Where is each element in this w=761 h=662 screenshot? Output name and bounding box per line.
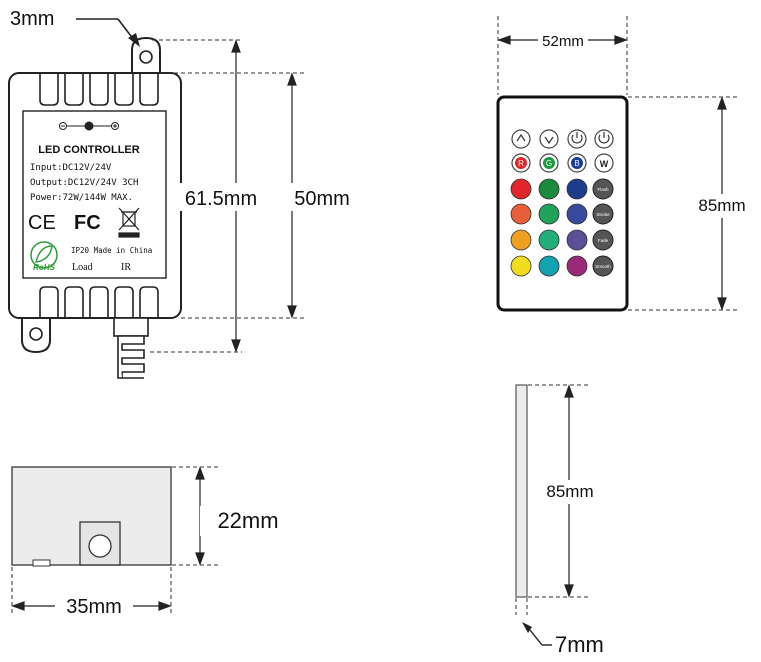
remote-side-body (515, 384, 528, 598)
red-button[interactable]: R (511, 153, 531, 173)
color-button-green-3[interactable] (538, 229, 560, 251)
color-button-red-3[interactable] (510, 229, 532, 251)
dim-remote-height: 85mm (698, 196, 745, 215)
power-spec: Power:72W/144W MAX. (30, 193, 133, 203)
color-button-red-2[interactable] (510, 203, 532, 225)
white-button[interactable]: W (594, 153, 614, 173)
dc-jack-hole (88, 534, 112, 558)
remote-dimension-lines (497, 16, 740, 311)
green-button[interactable]: G (539, 153, 559, 173)
output-spec: Output:DC12V/24V 3CH (30, 178, 138, 188)
power-off-button[interactable] (567, 129, 587, 149)
blue-button-label: B (574, 159, 579, 168)
fade-button[interactable]: Fade (592, 229, 614, 251)
color-button-blue-2[interactable] (566, 203, 588, 225)
ir-cable (113, 317, 149, 379)
dim-remote-width: 52mm (542, 33, 584, 50)
strobe-button[interactable]: Strobe (592, 203, 614, 225)
power-on-button[interactable] (594, 129, 614, 149)
color-button-blue-3[interactable] (566, 229, 588, 251)
controller-top-view: LED CONTROLLER Input:DC12V/24V Output:DC… (8, 36, 182, 379)
strobe-label: Strobe (596, 212, 610, 217)
dim-front-width: 35mm (66, 596, 122, 618)
color-button-green-2[interactable] (538, 203, 560, 225)
top-mount-hole (139, 50, 153, 64)
dim-total-length: 61.5mm (185, 188, 257, 210)
color-button-green-4[interactable] (538, 255, 560, 277)
hole-leader (76, 18, 140, 47)
ip-rating: IP20 Made in China (71, 246, 152, 255)
color-button-green-1[interactable] (538, 178, 560, 200)
dim-body-length: 50mm (294, 188, 350, 210)
rohs-leaf-icon: RoHS (30, 241, 58, 272)
remote-body (496, 95, 629, 312)
color-button-blue-1[interactable] (566, 178, 588, 200)
flash-button[interactable]: Flash (592, 178, 614, 200)
smooth-label: Smooth (595, 264, 611, 269)
dim-hole: 3mm (10, 8, 54, 30)
color-button-grid (510, 178, 588, 277)
ir-label: IR (121, 262, 131, 273)
ce-mark: CE (28, 212, 56, 234)
bottom-fins (39, 286, 159, 318)
red-button-label: R (518, 159, 524, 168)
input-spec: Input:DC12V/24V (30, 163, 112, 173)
color-button-red-4[interactable] (510, 255, 532, 277)
remote-side-view (515, 384, 528, 598)
flash-label: Flash (597, 187, 609, 192)
controller-title: LED CONTROLLER (38, 144, 139, 156)
load-label: Load (72, 262, 93, 273)
polarity-symbol (59, 121, 119, 131)
fade-label: Fade (598, 238, 609, 243)
ir-port (32, 559, 51, 567)
color-button-red-1[interactable] (510, 178, 532, 200)
color-button-blue-4[interactable] (566, 255, 588, 277)
top-fins (39, 73, 159, 106)
thickness-leader (522, 622, 552, 646)
controller-dimension-lines (150, 39, 305, 353)
weee-bin-icon (118, 207, 140, 238)
brightness-down-button[interactable] (539, 129, 559, 149)
dim-side-thickness: 7mm (555, 632, 604, 657)
white-button-label: W (600, 159, 609, 169)
blue-button[interactable]: B (567, 153, 587, 173)
fcc-mark: FC (74, 212, 101, 234)
remote-front-view: R G B W Flash Strobe (496, 95, 629, 312)
dim-side-height: 85mm (546, 482, 593, 501)
brightness-up-button[interactable] (511, 129, 531, 149)
smooth-button[interactable]: Smooth (592, 255, 614, 277)
rohs-text: RoHS (33, 263, 55, 272)
controller-front-view (11, 466, 172, 567)
dim-front-height: 22mm (217, 508, 278, 533)
mode-buttons: Flash Strobe Fade Smooth (592, 178, 614, 277)
bottom-mount-hole (29, 327, 43, 341)
green-button-label: G (546, 159, 552, 168)
